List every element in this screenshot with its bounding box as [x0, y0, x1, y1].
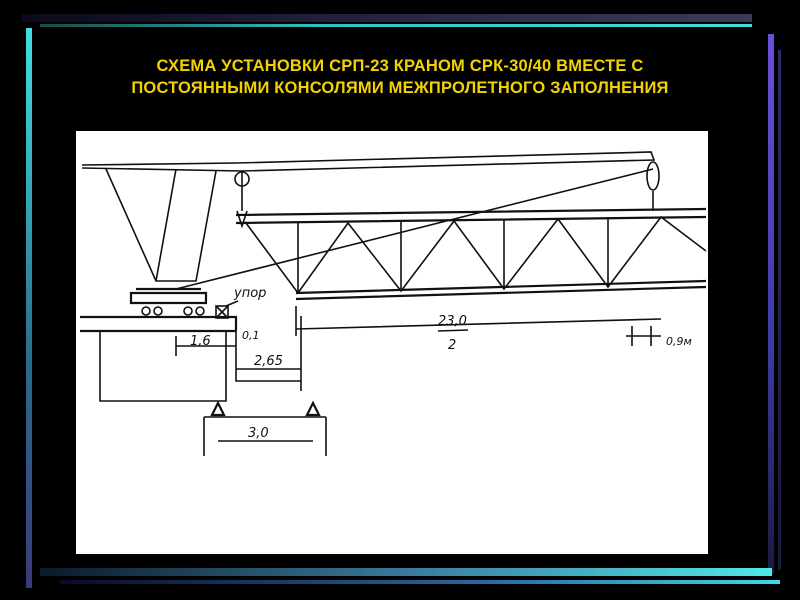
left-pulley-hook [236, 171, 248, 229]
support-label-leader [225, 300, 239, 307]
slide-title: СХЕМА УСТАНОВКИ СРП-23 КРАНОМ СРК-30/40 … [60, 55, 740, 99]
right-support-triangle-icon [305, 400, 321, 417]
span-fraction-bar [437, 329, 469, 332]
bottom-accent-line [60, 580, 780, 584]
dim-label-span-denominator: 2 [448, 338, 456, 353]
pier-deck [80, 315, 238, 333]
dim-line-09 [626, 326, 661, 346]
right-pulley-icon [646, 161, 660, 191]
crane-tower [105, 168, 217, 282]
dim-line-3-0 [203, 417, 327, 456]
dim-label-3-0: 3,0 [248, 426, 269, 441]
dim-label-0-9m: 0,9м [666, 335, 692, 348]
crane-top-boom [81, 151, 656, 172]
pier-line [235, 331, 301, 382]
left-frame-bar [26, 28, 32, 588]
truss-top-chord [235, 207, 707, 225]
dim-line-16 [175, 336, 236, 356]
trolley-wheel-icon [195, 306, 205, 316]
crane-trolley [129, 287, 208, 305]
dim-label-2-65: 2,65 [254, 354, 283, 369]
top-accent-line [40, 24, 752, 27]
left-support-triangle-icon [210, 400, 226, 417]
stay-cable [175, 168, 654, 290]
slide-title-line-1: СХЕМА УСТАНОВКИ СРП-23 КРАНОМ СРК-30/40 … [156, 57, 644, 75]
support-label: упор [233, 286, 266, 301]
drawing-svg: упор 1,6 0,1 2,65 23,0 2 0,9м 3,0 [80, 151, 707, 456]
truss-bottom-chord [295, 279, 707, 301]
pier-body [99, 331, 227, 402]
dim-line-span [295, 306, 662, 336]
crane-installation-drawing: упор 1,6 0,1 2,65 23,0 2 0,9м 3,0 [76, 131, 708, 554]
trolley-wheel-icon [153, 306, 163, 316]
dim-label-1-6: 1,6 [190, 334, 211, 349]
bottom-frame-bar [40, 568, 772, 576]
trolley-wheel-icon [141, 306, 151, 316]
right-accent-line [778, 50, 781, 570]
dim-label-0-1: 0,1 [242, 329, 260, 342]
dim-label-span-numerator: 23,0 [438, 314, 467, 329]
right-frame-bar [768, 34, 774, 574]
top-frame-bar [22, 14, 752, 22]
truss-web [245, 215, 707, 295]
slide-title-line-2: ПОСТОЯННЫМИ КОНСОЛЯМИ МЕЖПРОЛЕТНОГО ЗАПО… [131, 79, 669, 97]
trolley-wheel-icon [183, 306, 193, 316]
